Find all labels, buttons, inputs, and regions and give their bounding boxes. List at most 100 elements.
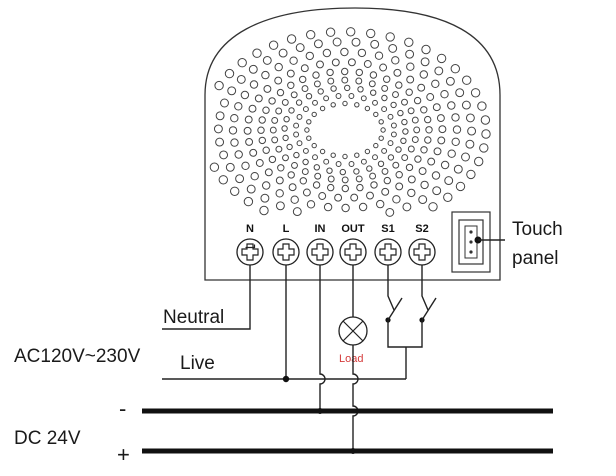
- terminal-label-n: N: [246, 223, 254, 235]
- ventilation-hole: [477, 101, 487, 111]
- ventilation-hole: [304, 127, 310, 133]
- ventilation-hole: [363, 60, 372, 68]
- ventilation-hole: [218, 175, 229, 185]
- ventilation-hole: [385, 207, 395, 217]
- ventilation-hole: [391, 56, 400, 65]
- ventilation-holes: [209, 27, 491, 217]
- ventilation-hole: [381, 187, 390, 196]
- ventilation-hole: [424, 136, 432, 144]
- ventilation-hole: [347, 58, 356, 67]
- ventilation-hole: [402, 202, 412, 212]
- ventilation-hole: [351, 37, 361, 47]
- ventilation-hole: [376, 199, 385, 209]
- screw-terminal-s2: [408, 238, 436, 266]
- ventilation-hole: [325, 27, 336, 37]
- ventilation-hole: [407, 175, 416, 184]
- ventilation-hole: [317, 88, 324, 95]
- ventilation-hole: [405, 163, 414, 172]
- ventilation-hole: [381, 84, 389, 92]
- lamp-icon: [338, 316, 368, 346]
- ventilation-hole: [465, 139, 475, 149]
- ventilation-hole: [330, 102, 336, 108]
- ventilation-hole: [322, 48, 332, 58]
- ventilation-hole: [355, 77, 363, 85]
- ventilation-hole: [230, 138, 239, 147]
- ventilation-hole: [276, 88, 285, 97]
- ventilation-hole: [293, 122, 300, 129]
- ventilation-hole: [306, 119, 312, 125]
- ventilation-hole: [305, 93, 313, 100]
- ventilation-hole: [395, 81, 403, 89]
- ventilation-hole: [447, 149, 456, 158]
- ventilation-hole: [437, 136, 446, 145]
- ventilation-hole: [302, 106, 309, 113]
- ventilation-hole: [431, 79, 440, 89]
- ventilation-hole: [392, 195, 401, 204]
- ventilation-hole: [306, 30, 316, 40]
- ventilation-hole: [318, 192, 327, 200]
- ventilation-hole: [332, 37, 342, 47]
- ventilation-hole: [405, 49, 415, 59]
- ventilation-hole: [380, 127, 386, 133]
- switch-s1-wire: [387, 320, 406, 348]
- ventilation-hole: [443, 192, 453, 203]
- ventilation-hole: [407, 107, 415, 115]
- ventilation-hole: [282, 154, 289, 162]
- ventilation-hole: [434, 66, 444, 76]
- ventilation-hole: [306, 200, 316, 209]
- ventilation-hole: [312, 71, 320, 79]
- ventilation-hole: [286, 34, 297, 44]
- ventilation-hole: [425, 126, 433, 134]
- ventilation-hole: [453, 164, 463, 174]
- ventilation-hole: [366, 165, 373, 172]
- ventilation-hole: [466, 169, 476, 180]
- ventilation-hole: [440, 160, 450, 170]
- s2-terminal-wire: [421, 265, 429, 311]
- ventilation-hole: [427, 157, 436, 166]
- ventilation-hole: [379, 63, 388, 72]
- ventilation-hole: [230, 186, 240, 197]
- ventilation-hole: [450, 64, 460, 74]
- terminal-label-l: L: [283, 223, 290, 235]
- ventilation-hole: [268, 40, 279, 50]
- ventilation-hole: [387, 154, 395, 161]
- ventilation-hole: [215, 111, 225, 121]
- ventilation-hole: [330, 85, 337, 92]
- switch-s2-lever: [421, 297, 437, 321]
- ventilation-hole: [313, 80, 321, 88]
- ventilation-hole: [381, 106, 388, 113]
- ventilation-hole: [277, 164, 285, 172]
- ventilation-hole: [268, 155, 277, 164]
- ventilation-hole: [250, 172, 259, 181]
- terminal-label-s2: S2: [415, 223, 428, 235]
- ventilation-hole: [335, 93, 342, 99]
- ventilation-hole: [295, 43, 305, 53]
- ventilation-hole: [440, 90, 449, 99]
- ventilation-hole: [271, 136, 279, 144]
- ventilation-hole: [370, 39, 380, 49]
- ventilation-hole: [366, 191, 374, 200]
- ventilation-hole: [292, 207, 302, 217]
- ventilation-hole: [479, 143, 489, 153]
- ventilation-hole: [370, 181, 378, 189]
- screw-terminal-out: [339, 238, 367, 266]
- ventilation-hole: [301, 85, 309, 93]
- ventilation-hole: [302, 158, 309, 166]
- ventilation-hole: [420, 57, 430, 67]
- ventilation-hole: [323, 202, 333, 212]
- ventilation-hole: [263, 84, 272, 93]
- ventilation-hole: [275, 107, 283, 115]
- ventilation-hole: [287, 81, 295, 90]
- ventilation-hole: [397, 109, 404, 117]
- dc-minus-label: -: [119, 396, 126, 421]
- ventilation-hole: [235, 174, 245, 184]
- ventilation-hole: [258, 116, 266, 124]
- ventilation-hole: [413, 126, 421, 134]
- ventilation-hole: [340, 47, 349, 57]
- screw-terminal-s1: [374, 238, 402, 266]
- ventilation-hole: [246, 184, 256, 194]
- ventilation-hole: [438, 125, 447, 134]
- ventilation-hole: [451, 113, 460, 122]
- ventilation-hole: [383, 176, 391, 185]
- ventilation-hole: [334, 193, 343, 202]
